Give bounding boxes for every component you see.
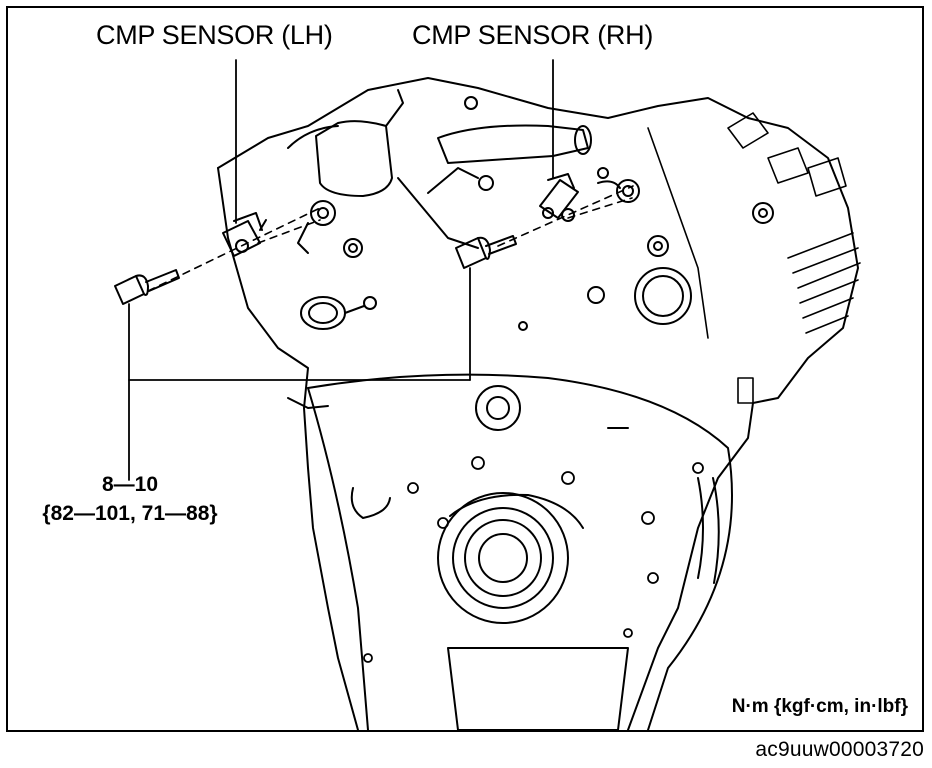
torque-spec: 8—10 {82—101, 71—88} [20,470,240,528]
lh-bolt [114,269,180,305]
install-axes [147,185,634,292]
cmp-sensor-rh-label: CMP SENSOR (RH) [412,20,654,50]
leader-lines [128,59,554,481]
engine-outline [217,77,859,730]
figure-code: ac9uuw00003720 [755,738,924,761]
figure-frame: CMP SENSOR (LH) CMP SENSOR (RH) 8—10 {82… [6,6,924,732]
torque-alt-units: {82—101, 71—88} [42,502,218,525]
rh-sensor [539,173,579,222]
timing-cover [307,373,733,730]
right-side-fins [647,112,861,404]
lower-plate [447,647,629,730]
cmp-sensor-lh-label: CMP SENSOR (LH) [96,20,333,50]
unit-legend: N·m {kgf·cm, in·lbf} [731,696,908,717]
lh-port [300,296,377,330]
engine-front-drawing [114,59,861,730]
center-boss [475,385,521,431]
lh-sensor [222,212,267,257]
crankshaft-seal [437,492,584,624]
rh-sensor-boss [587,179,692,325]
torque-value: 8—10 [101,473,159,496]
water-outlet [287,89,592,249]
lh-sensor-boss [297,200,363,258]
rh-bolt [455,235,517,269]
